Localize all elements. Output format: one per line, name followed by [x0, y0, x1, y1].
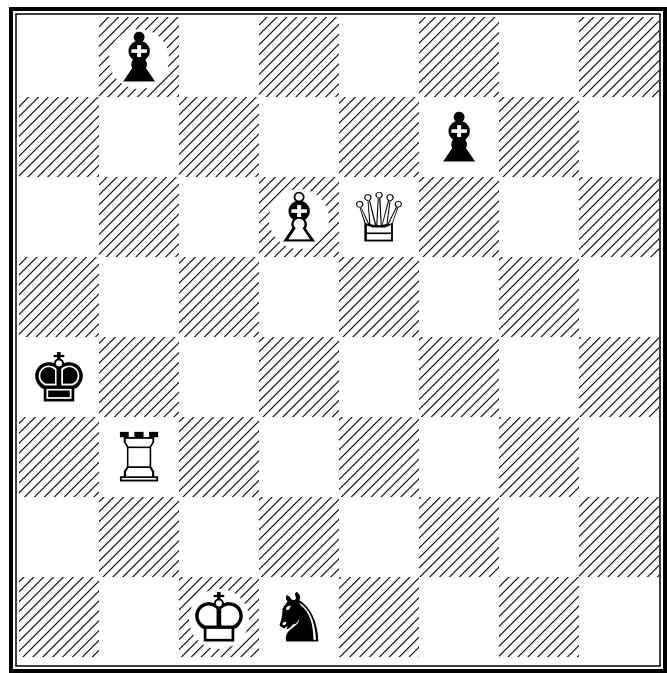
square-b1[interactable] — [99, 577, 179, 657]
square-c5[interactable] — [179, 257, 259, 337]
square-g1[interactable] — [499, 577, 579, 657]
square-e2[interactable] — [339, 497, 419, 577]
square-e3[interactable] — [339, 417, 419, 497]
square-b2[interactable] — [99, 497, 179, 577]
square-c6[interactable] — [179, 177, 259, 257]
square-h5[interactable] — [579, 257, 659, 337]
square-e1[interactable] — [339, 577, 419, 657]
square-f1[interactable] — [419, 577, 499, 657]
square-g7[interactable] — [499, 97, 579, 177]
white-bishop-icon[interactable]: ♗ — [269, 180, 330, 259]
square-a8[interactable] — [19, 17, 99, 97]
square-d2[interactable] — [259, 497, 339, 577]
square-d8[interactable] — [259, 17, 339, 97]
black-bishop-icon[interactable]: ♝ — [429, 100, 490, 179]
square-h3[interactable] — [579, 417, 659, 497]
square-b7[interactable] — [99, 97, 179, 177]
square-a5[interactable] — [19, 257, 99, 337]
square-e5[interactable] — [339, 257, 419, 337]
square-a2[interactable] — [19, 497, 99, 577]
square-b5[interactable] — [99, 257, 179, 337]
square-g2[interactable] — [499, 497, 579, 577]
white-queen-icon[interactable]: ♕ — [349, 180, 410, 259]
square-g6[interactable] — [499, 177, 579, 257]
square-f8[interactable] — [419, 17, 499, 97]
square-e7[interactable] — [339, 97, 419, 177]
square-d3[interactable] — [259, 417, 339, 497]
square-b6[interactable] — [99, 177, 179, 257]
chess-board: ♝ ♝ ♗♕ ♚♖ ♔♞ — [9, 7, 667, 673]
square-g5[interactable] — [499, 257, 579, 337]
square-b4[interactable] — [99, 337, 179, 417]
square-a1[interactable] — [19, 577, 99, 657]
square-e8[interactable] — [339, 17, 419, 97]
square-f6[interactable] — [419, 177, 499, 257]
square-h2[interactable] — [579, 497, 659, 577]
square-a7[interactable] — [19, 97, 99, 177]
square-h6[interactable] — [579, 177, 659, 257]
chess-board-svg: ♝ ♝ ♗♕ ♚♖ ♔♞ — [9, 7, 667, 673]
square-h7[interactable] — [579, 97, 659, 177]
square-f2[interactable] — [419, 497, 499, 577]
square-a6[interactable] — [19, 177, 99, 257]
square-h4[interactable] — [579, 337, 659, 417]
square-g3[interactable] — [499, 417, 579, 497]
square-c7[interactable] — [179, 97, 259, 177]
square-g4[interactable] — [499, 337, 579, 417]
square-f4[interactable] — [419, 337, 499, 417]
black-king-icon[interactable]: ♚ — [29, 340, 90, 419]
square-c4[interactable] — [179, 337, 259, 417]
square-h8[interactable] — [579, 17, 659, 97]
square-a3[interactable] — [19, 417, 99, 497]
square-d4[interactable] — [259, 337, 339, 417]
white-king-icon[interactable]: ♔ — [189, 580, 250, 659]
square-f5[interactable] — [419, 257, 499, 337]
black-bishop-icon[interactable]: ♝ — [109, 20, 170, 99]
square-c8[interactable] — [179, 17, 259, 97]
square-d7[interactable] — [259, 97, 339, 177]
square-c2[interactable] — [179, 497, 259, 577]
square-c3[interactable] — [179, 417, 259, 497]
square-e4[interactable] — [339, 337, 419, 417]
square-h1[interactable] — [579, 577, 659, 657]
square-d5[interactable] — [259, 257, 339, 337]
white-rook-icon[interactable]: ♖ — [109, 420, 170, 499]
black-knight-icon[interactable]: ♞ — [269, 580, 330, 659]
squares-layer — [19, 17, 659, 657]
square-f3[interactable] — [419, 417, 499, 497]
square-g8[interactable] — [499, 17, 579, 97]
